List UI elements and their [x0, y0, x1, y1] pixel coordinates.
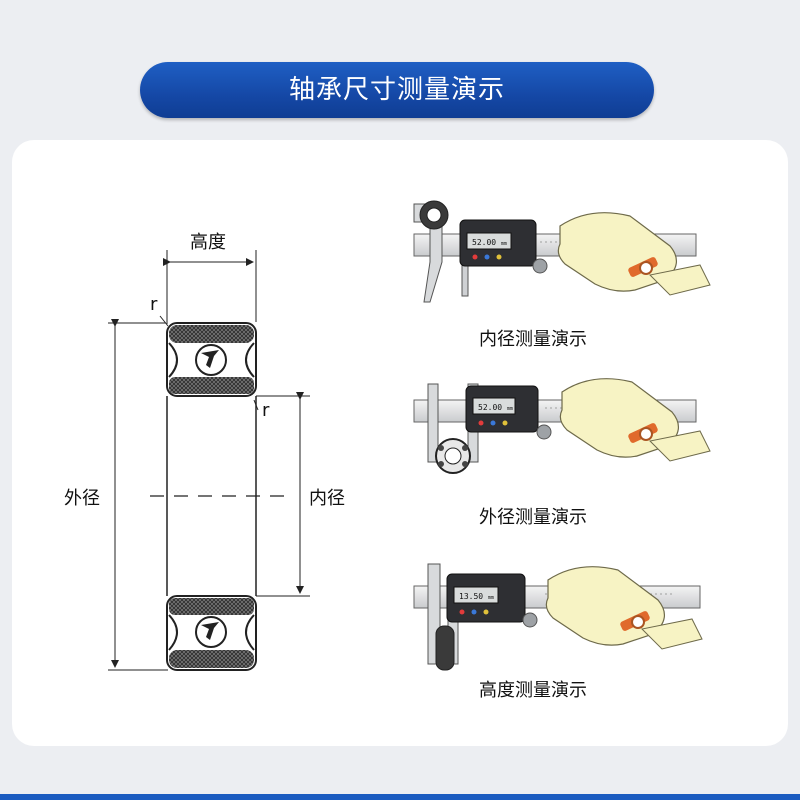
bearing-workpiece	[435, 625, 455, 671]
thumb-wheel	[536, 424, 552, 440]
watch-face	[639, 427, 653, 441]
demo-outer-diameter	[413, 378, 711, 474]
lcd-reading: 52.00 mm	[478, 403, 513, 412]
radius-label-top: r	[150, 294, 158, 315]
bottom-ring-section	[166, 595, 257, 671]
watch-face	[631, 615, 645, 629]
demo-caption-outer: 外径测量演示	[479, 507, 587, 528]
demo-height	[413, 563, 703, 671]
outer-diameter-label: 外径	[64, 488, 100, 509]
lcd-screen	[466, 232, 512, 250]
top-ring-section	[166, 322, 257, 397]
radius-label-side: r	[262, 400, 270, 421]
lcd-screen	[472, 397, 516, 415]
page-title: 轴承尺寸测量演示	[288, 75, 505, 105]
lcd-reading: 52.00 mm	[472, 238, 507, 247]
lcd-reading: 13.50 mm	[459, 592, 494, 601]
demo-inner-diameter	[413, 200, 711, 303]
demo-caption-height: 高度测量演示	[479, 680, 587, 701]
watch-face	[639, 261, 653, 275]
page-title-banner: 轴承尺寸测量演示	[140, 62, 654, 118]
inner-diameter-label: 内径	[309, 488, 345, 509]
thumb-wheel	[522, 612, 538, 628]
thumb-wheel	[532, 258, 548, 274]
lcd-screen	[453, 586, 499, 604]
demo-caption-inner: 内径测量演示	[479, 329, 587, 350]
radius-leader-top	[159, 315, 169, 327]
height-label: 高度	[190, 232, 226, 253]
bottom-accent-bar	[0, 794, 800, 800]
